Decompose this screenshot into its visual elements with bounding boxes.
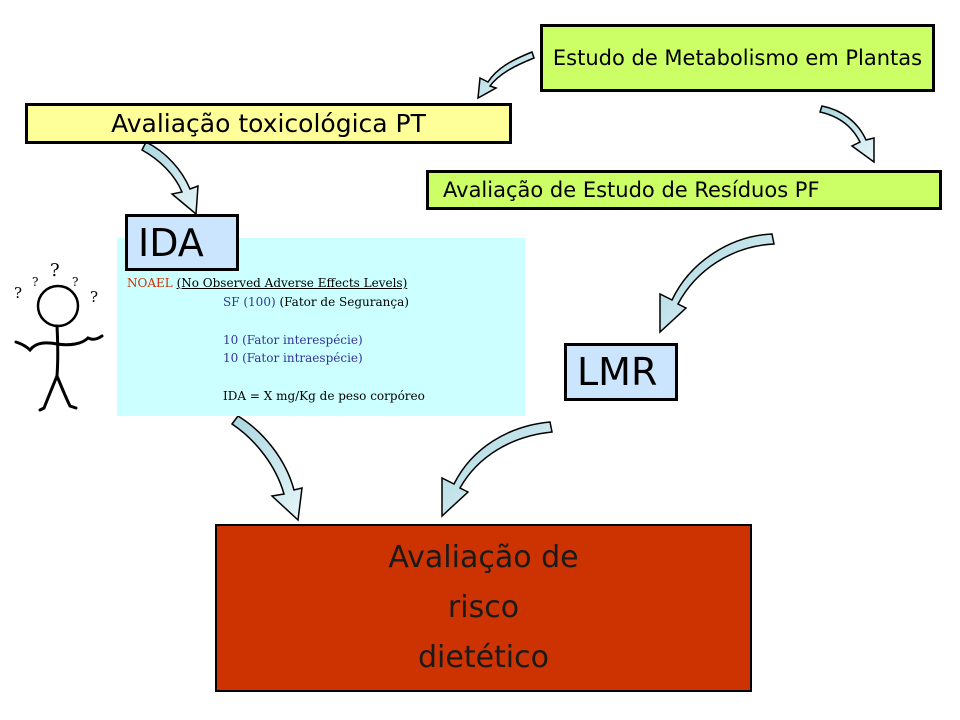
arrow-plantas-to-toxico <box>477 51 535 100</box>
risco-line-3: dietético <box>417 640 549 675</box>
box-lmr: LMR <box>564 343 678 401</box>
box-avaliacao-toxicologica: Avaliação toxicológica PT <box>25 103 512 144</box>
arrow-lmr-to-risco <box>441 421 553 518</box>
box-lmr-label: LMR <box>577 350 658 394</box>
question-mark-4: ? <box>72 275 78 289</box>
sf-full: (Fator de Segurança) <box>279 295 409 309</box>
noael-full: (No Observed Adverse Effects Levels) <box>176 276 408 290</box>
question-marks: ? ? ? ? ? <box>14 260 98 306</box>
noael-abbr: NOAEL <box>127 276 173 290</box>
confused-stick-figure <box>14 284 104 412</box>
arrow-residuos-to-lmr <box>659 233 775 334</box>
question-mark-5: ? <box>90 288 98 306</box>
arrow-toxico-to-ida <box>141 140 199 216</box>
question-mark-3: ? <box>50 260 60 281</box>
box-ida-label: IDA <box>138 220 204 265</box>
sf-abbr: SF (100) <box>223 295 276 309</box>
box-avaliacao-toxicologica-label: Avaliação toxicológica PT <box>111 109 426 138</box>
inter-species-factor: 10 (Fator interespécie) <box>223 333 363 347</box>
sf-line: SF (100) (Fator de Segurança) <box>223 295 409 309</box>
question-mark-1: ? <box>14 284 22 302</box>
noael-line: NOAEL (No Observed Adverse Effects Level… <box>127 276 407 290</box>
box-ida: IDA <box>125 214 239 271</box>
risco-line-2: risco <box>447 590 520 625</box>
risco-line-1: Avaliação de <box>388 540 579 575</box>
ida-formula: IDA = X mg/Kg de peso corpóreo <box>223 389 425 403</box>
question-mark-2: ? <box>32 275 38 289</box>
box-avaliacao-risco-dietetico: Avaliação de risco dietético <box>215 524 752 692</box>
box-avaliacao-residuos: Avaliação de Estudo de Resíduos PF <box>426 170 942 210</box>
box-avaliacao-residuos-label: Avaliação de Estudo de Resíduos PF <box>443 178 820 202</box>
arrow-ida-to-risco <box>230 415 303 522</box>
box-estudo-metabolismo-label: Estudo de Metabolismo em Plantas <box>552 45 923 70</box>
box-estudo-metabolismo: Estudo de Metabolismo em Plantas <box>540 24 935 92</box>
intra-species-factor: 10 (Fator intraespécie) <box>223 351 363 365</box>
arrow-plantas-to-residuos <box>819 105 875 164</box>
